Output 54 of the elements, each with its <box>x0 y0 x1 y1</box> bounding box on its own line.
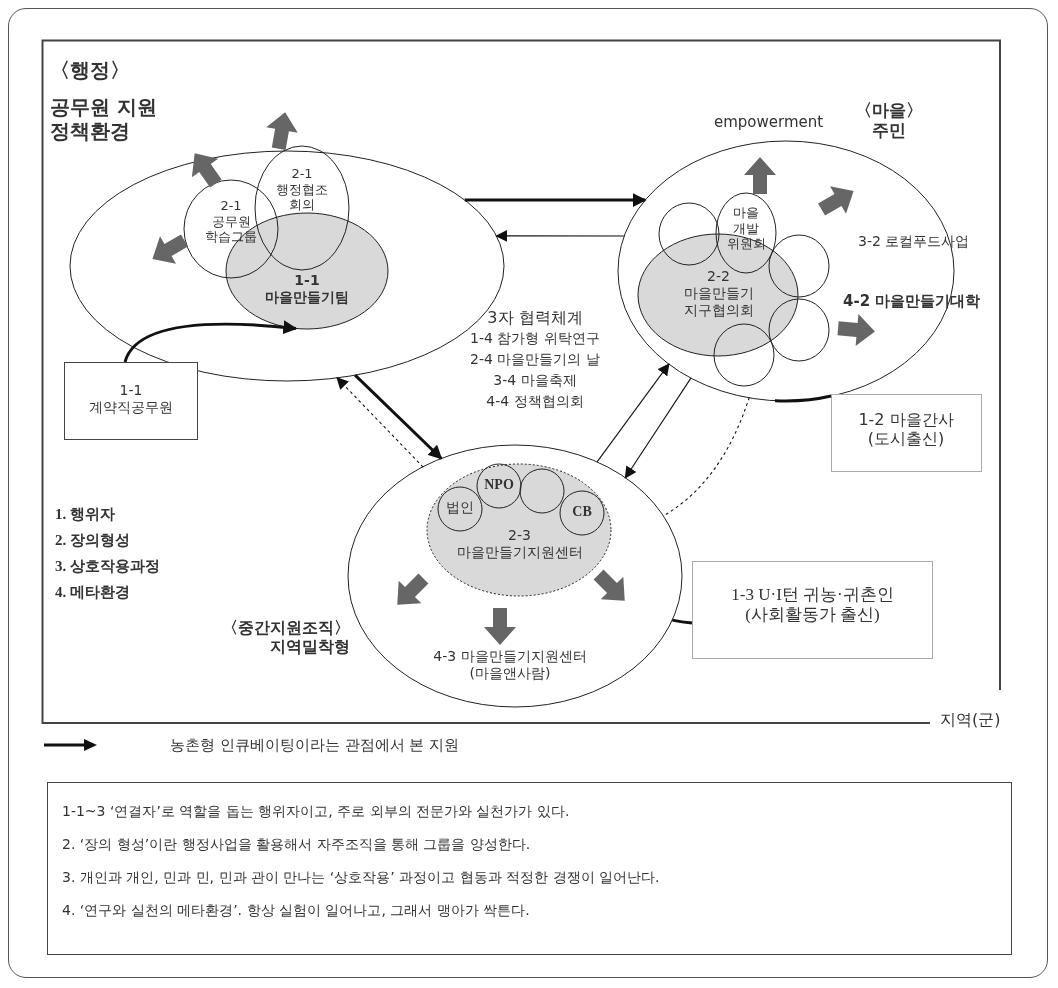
node-label: 4-3 마을만들기지원센터 (마을앤사람) <box>432 648 588 682</box>
node-label: 2-3 마을만들기지원센터 <box>455 527 584 561</box>
cooperation-text: 1-4 참가형 위탁연구 <box>469 330 601 347</box>
organization-circle <box>476 463 522 509</box>
list-item: 4. 메타환경 <box>55 583 131 601</box>
note-text: 1-1~3 ‘연결자’로 역할을 돕는 행위자이고, 주로 외부의 전문가와 실천가가 있다. <box>62 803 571 820</box>
actor-box <box>831 394 982 472</box>
empty-circle <box>768 234 830 298</box>
node-label: 법인 <box>445 500 475 517</box>
cooperation-text: 4-4 정책협의회 <box>485 393 585 410</box>
list-item: 3. 상호작용과정 <box>55 557 161 575</box>
list-item: 1. 행위자 <box>55 505 116 523</box>
arrow <box>336 377 424 468</box>
node-label: NPO <box>483 477 515 494</box>
connector-line <box>672 618 693 625</box>
legend-text: 농촌형 인큐베이팅이라는 관점에서 본 지원 <box>170 736 461 754</box>
cooperation-text: 2-4 마을만들기의 날 <box>469 351 601 368</box>
arrow <box>596 363 670 463</box>
arrow <box>354 374 443 460</box>
organization-circle <box>437 486 483 532</box>
heading-text: 〈마을〉 주민 <box>854 100 924 141</box>
node-label: 1-2 마을간사 (도시출신) <box>857 410 955 449</box>
empty-circle <box>713 323 775 387</box>
connector-line <box>774 394 832 403</box>
heading-text: 〈행정〉 <box>50 58 131 82</box>
arrow <box>123 320 298 363</box>
center-ellipse <box>426 463 612 598</box>
cooperation-text: 3-4 마을축제 <box>492 372 578 389</box>
note-text: 4. ‘연구와 실천의 메타환경’. 항상 실험이 일어나고, 그래서 맹아가 싹튼다. <box>62 902 531 919</box>
node-label: 마을 개발 위원회 <box>726 205 766 252</box>
node-label: 1-3 U·I턴 귀농·귀촌인 (사회활동가 출신) <box>730 585 895 626</box>
empty-circle <box>519 468 565 514</box>
node-label: 2-2 마을만들기 지구협의회 <box>682 268 755 319</box>
cooperation-text: 3자 협력체계 <box>486 308 584 328</box>
node-label: 2-1 행정협조 회의 <box>275 166 329 213</box>
note-text: 2. ‘장의 형성’이란 행정사업을 활용해서 자주조직을 통해 그룹을 양성한다. <box>62 836 532 853</box>
actor-box <box>64 362 198 440</box>
empty-circle <box>658 202 720 266</box>
council-ellipse <box>637 233 800 357</box>
arrow <box>464 193 647 208</box>
node-label: 1-1 계약직공무원 <box>88 382 174 416</box>
empty-circle <box>768 298 830 362</box>
note-text: 3. 개인과 개인, 민과 민, 민과 관이 만나는 ‘상호작용’ 과정이고 협동과 적정한 경쟁이 일어난다. <box>62 869 661 886</box>
heading-text: 〈중간지원조직〉 지역밀착형 <box>221 618 350 657</box>
arrow <box>624 377 692 479</box>
arrow <box>495 229 625 242</box>
node-label: 1-1 마을만들기팀 <box>264 272 350 306</box>
actor-box <box>692 561 933 659</box>
node-label: 지역(군) <box>940 710 1002 730</box>
node-label: CB <box>571 504 593 521</box>
group-circle <box>255 146 350 271</box>
organization-circle <box>559 490 605 536</box>
node-label: 공무원 지원 정책환경 <box>50 95 158 143</box>
list-item: 2. 장의형성 <box>55 531 131 549</box>
